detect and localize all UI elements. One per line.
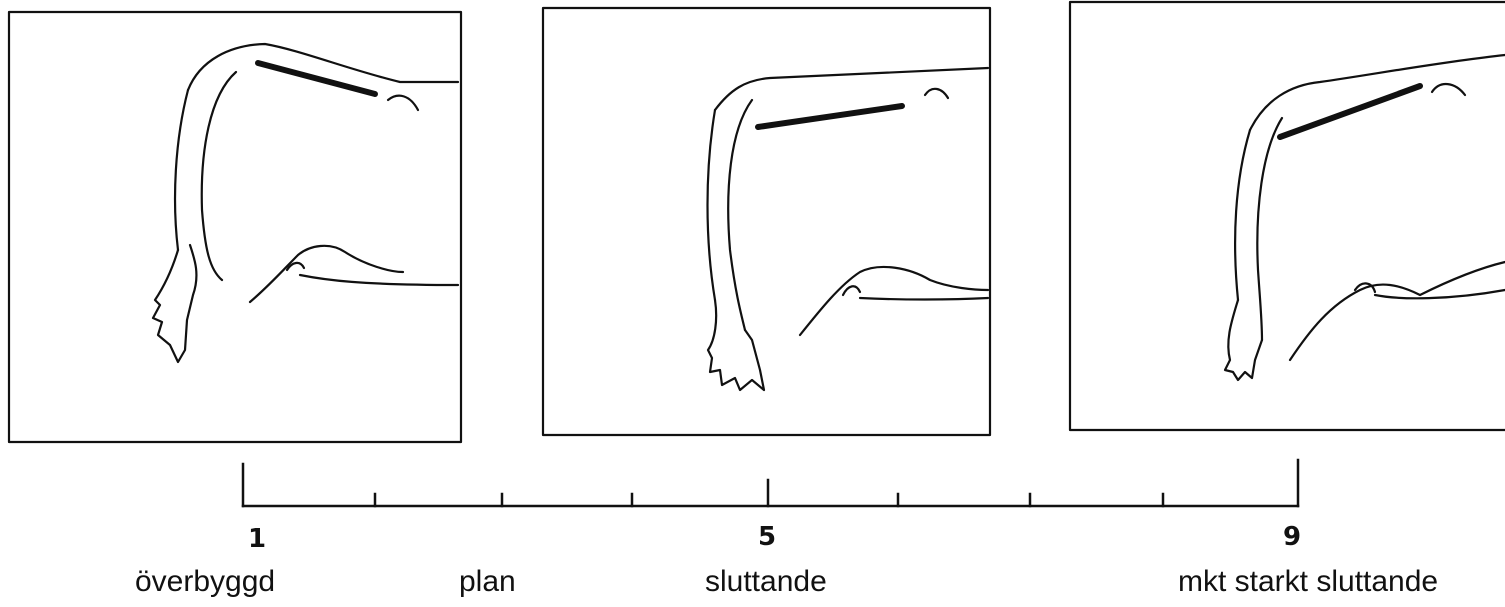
panel-2-tail — [706, 298, 766, 392]
panel-2-frame — [541, 6, 992, 437]
category-label-mkt-starkt-sluttande: mkt starkt sluttande — [1178, 565, 1439, 598]
scale-label-mid: 5 — [758, 522, 777, 552]
panel-1-back-outline — [186, 42, 460, 92]
panel-1-rump-line — [255, 60, 378, 97]
category-label-overbyggd: överbyggd — [135, 565, 276, 598]
scale-label-max: 9 — [1283, 522, 1302, 552]
panel-2-back-outline — [713, 66, 990, 112]
category-label-plan: plan — [459, 565, 516, 598]
scale-label-min: 1 — [248, 524, 267, 554]
panel-3-back-outline — [1248, 53, 1505, 132]
panel-3-tail — [1223, 298, 1264, 382]
panel-3-frame — [1068, 0, 1505, 432]
panel-1-tail — [151, 243, 198, 364]
panel-1-frame — [7, 10, 463, 444]
panel-3-rump-line — [1277, 83, 1423, 140]
category-label-sluttande: sluttande — [705, 565, 827, 598]
panel-2-rump-line — [755, 103, 905, 130]
